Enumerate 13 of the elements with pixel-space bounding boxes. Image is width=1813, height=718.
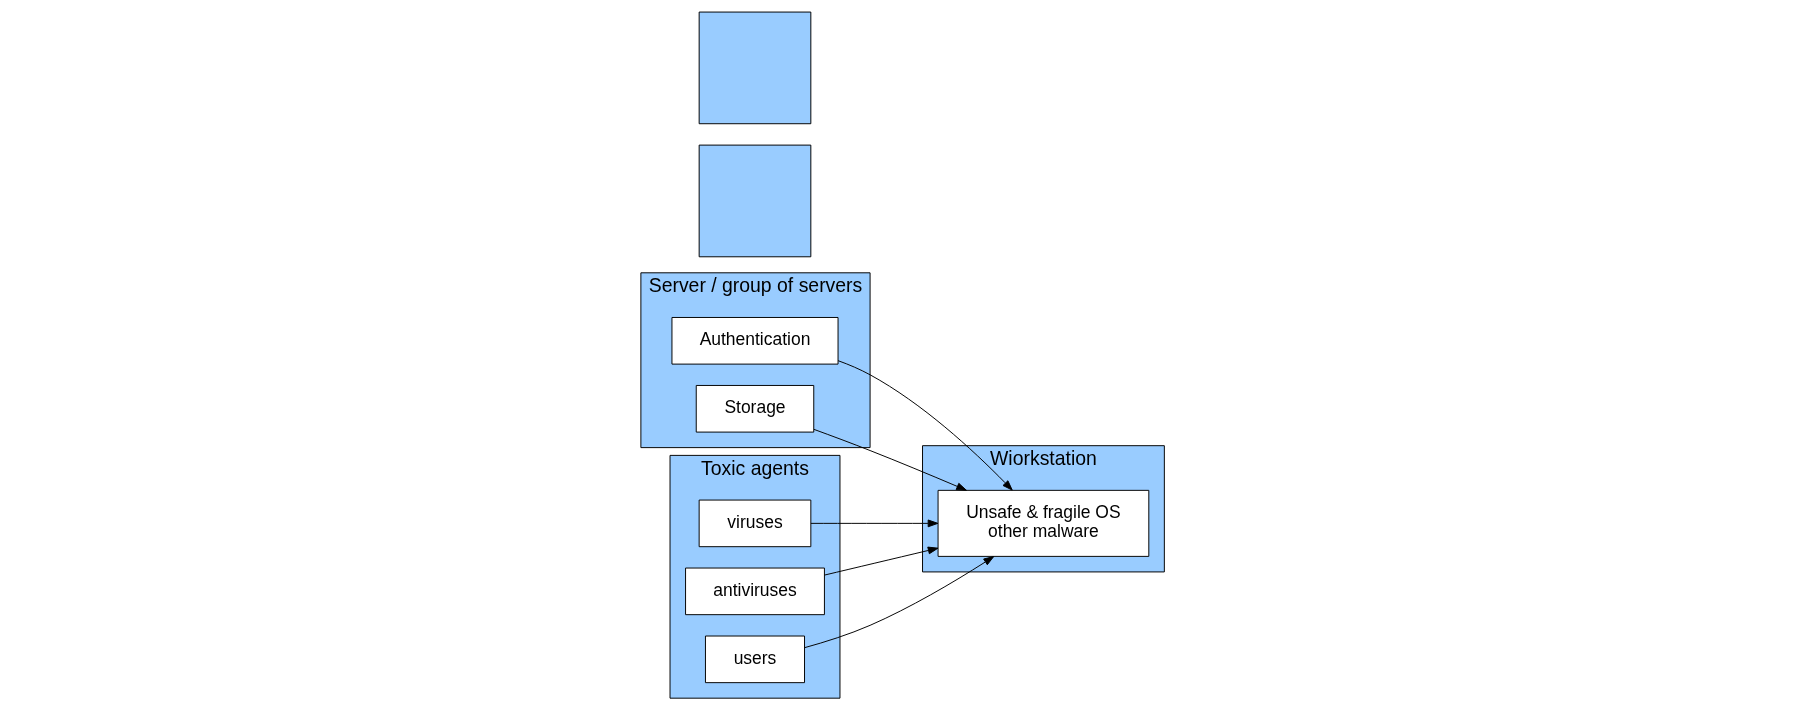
arrow [824, 546, 939, 576]
node-box: viruses [698, 499, 812, 548]
node-box [698, 11, 812, 125]
node-box: antiviruses [685, 567, 825, 616]
node-box: Authentication [671, 317, 839, 365]
node-box [698, 144, 812, 258]
arrow [804, 556, 995, 649]
node-box: users [705, 635, 805, 684]
arrow [810, 519, 939, 528]
arrow [813, 428, 967, 491]
node-box: Storage [695, 384, 815, 433]
node-box: Unsafe & fragile OS other malware [937, 489, 1150, 557]
arrow [837, 360, 1013, 491]
